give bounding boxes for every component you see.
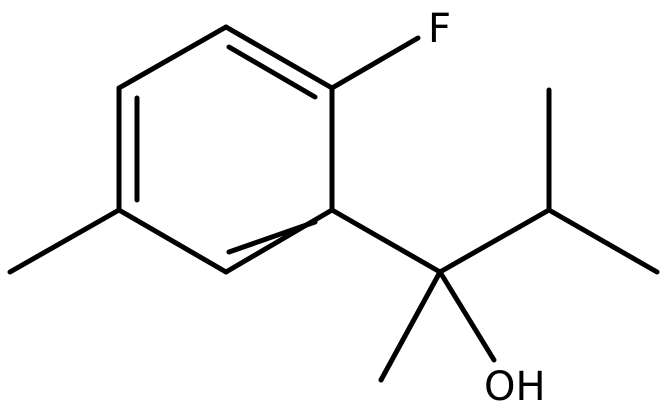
bond-carbinol-hydroxyl (437, 269, 497, 363)
bond-carbinol-methyl (378, 269, 443, 383)
hydroxyl-label: OH (484, 364, 546, 410)
bond-ring-carbinol (329, 207, 443, 275)
fluorine-label: F (428, 6, 451, 52)
ring-bond-top-inner (226, 44, 318, 100)
ring-bond-bottom-right (223, 207, 335, 275)
bond-isopropyl-methyl-right (546, 207, 660, 275)
ring-bond-top-left (116, 24, 229, 91)
ring-bond-bottom-right-inner (226, 219, 318, 255)
bond-ring-methyl (7, 207, 122, 275)
benzene-ring (116, 24, 335, 275)
bond-ring-fluorine (329, 35, 421, 91)
ring-bond-bottom-left (116, 207, 229, 275)
ring-bond-top (223, 24, 335, 91)
bond-carbinol-isopropyl (437, 207, 552, 275)
